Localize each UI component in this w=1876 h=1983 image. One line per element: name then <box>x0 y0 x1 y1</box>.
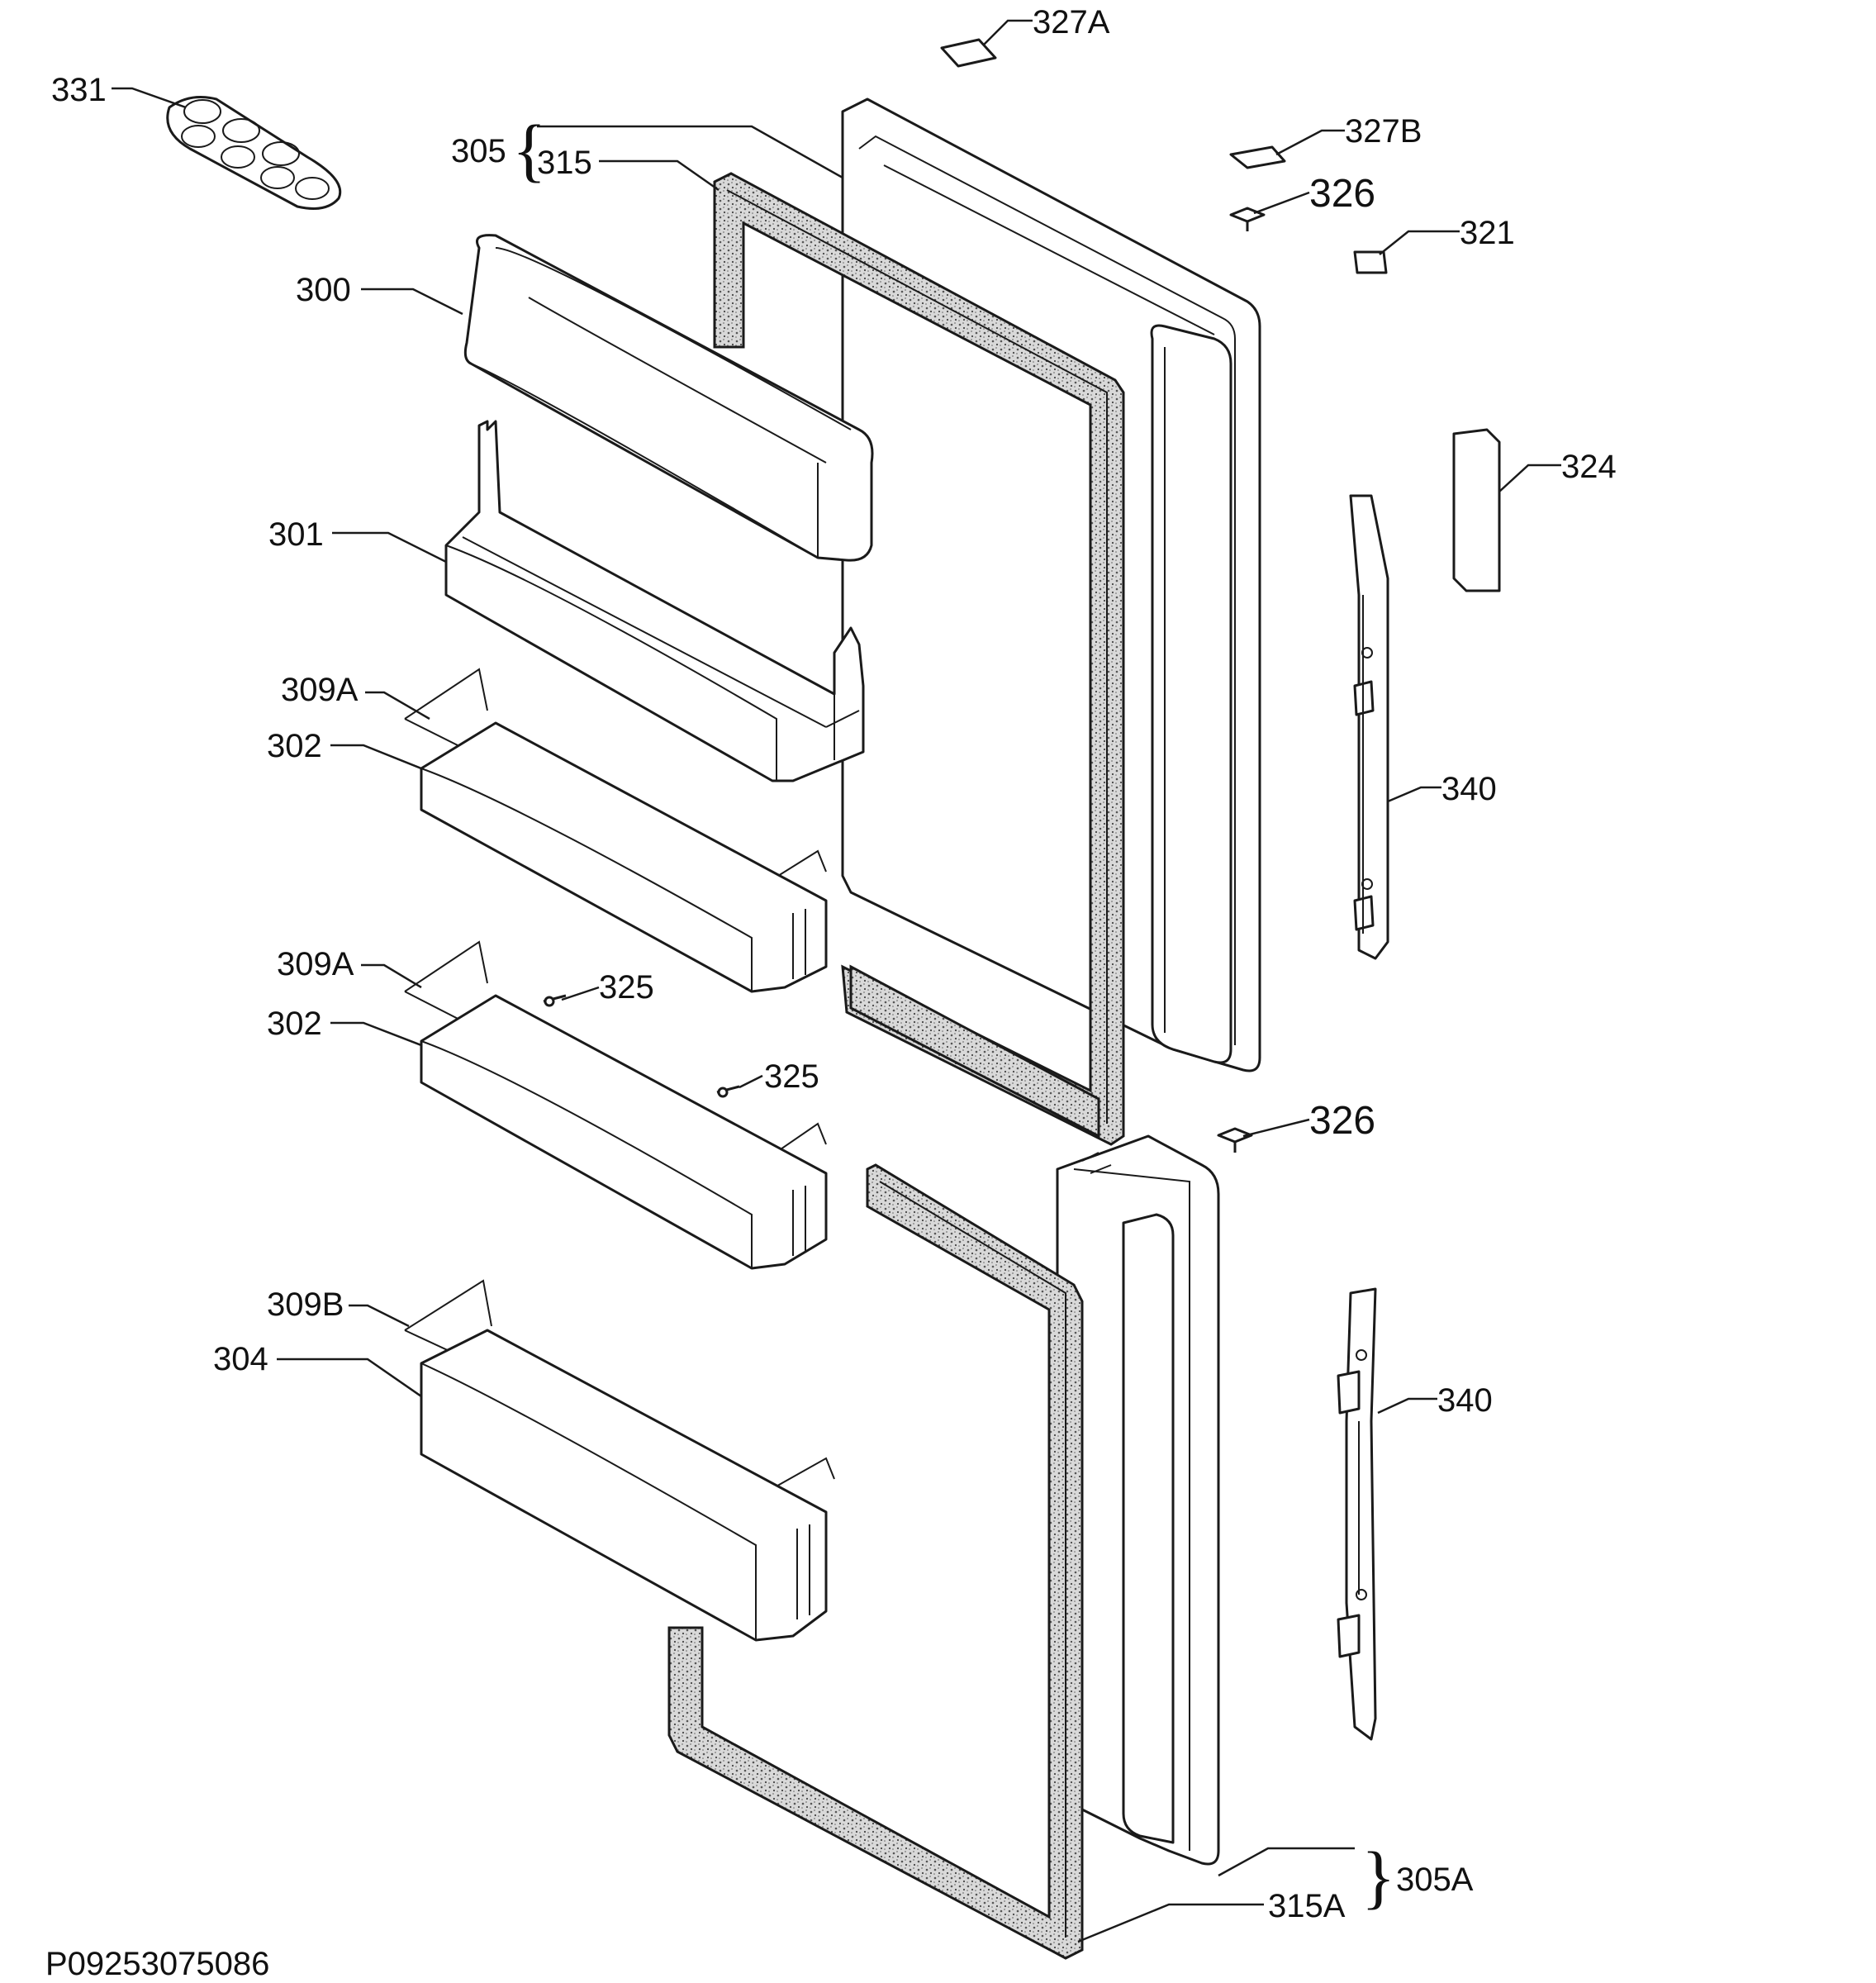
label-325-upper: 325 <box>599 969 654 1006</box>
upper-gasket-315 <box>713 172 1125 1146</box>
label-340-upper: 340 <box>1441 771 1497 807</box>
label-327a: 327A <box>1033 4 1110 40</box>
door-shelf-304 <box>420 1329 828 1642</box>
label-305: 305 <box>451 133 506 169</box>
label-331: 331 <box>51 72 107 108</box>
label-327b: 327B <box>1345 113 1422 150</box>
upper-door-305 <box>841 97 1261 1072</box>
hinge-pin-326-lower <box>1217 1127 1253 1153</box>
label-324: 324 <box>1561 449 1617 485</box>
label-309a-middle: 309A <box>277 946 354 982</box>
egg-tray-331 <box>166 96 342 210</box>
lower-gasket-315a <box>667 1163 1084 1960</box>
label-309a-upper: 309A <box>281 672 359 708</box>
label-302-upper: 302 <box>267 728 322 764</box>
label-321: 321 <box>1460 215 1515 251</box>
label-304: 304 <box>213 1341 268 1377</box>
door-shelf-301 <box>444 420 865 782</box>
screw-325-upper <box>543 994 567 1007</box>
drawing-code: P09253075086 <box>45 1946 269 1982</box>
label-340-lower: 340 <box>1437 1382 1493 1419</box>
hinge-cover-327a <box>940 38 997 68</box>
label-302-middle: 302 <box>267 1006 322 1042</box>
label-326-upper: 326 <box>1309 172 1375 216</box>
label-301: 301 <box>268 516 324 553</box>
handle-340-lower <box>1337 1287 1377 1741</box>
cover-324 <box>1452 428 1501 592</box>
label-326-lower: 326 <box>1309 1099 1375 1143</box>
screw-325-lower <box>716 1085 740 1098</box>
label-315: 315 <box>537 145 592 181</box>
shelf-cover-300 <box>463 234 874 562</box>
cap-321 <box>1353 250 1388 274</box>
door-shelf-302-middle <box>420 994 828 1270</box>
label-300: 300 <box>296 272 351 308</box>
door-shelf-302-upper <box>420 721 828 993</box>
label-315a: 315A <box>1268 1888 1346 1924</box>
label-309b: 309B <box>267 1286 344 1323</box>
leader-lines <box>112 19 1561 1943</box>
hinge-cover-327b <box>1229 145 1286 169</box>
brace-305: { <box>512 110 546 189</box>
label-325-lower: 325 <box>764 1058 819 1095</box>
handle-340-upper <box>1349 494 1389 960</box>
lower-door-305a <box>1056 1134 1220 1866</box>
brace-305a: } <box>1361 1837 1395 1916</box>
label-305a: 305A <box>1396 1862 1474 1898</box>
